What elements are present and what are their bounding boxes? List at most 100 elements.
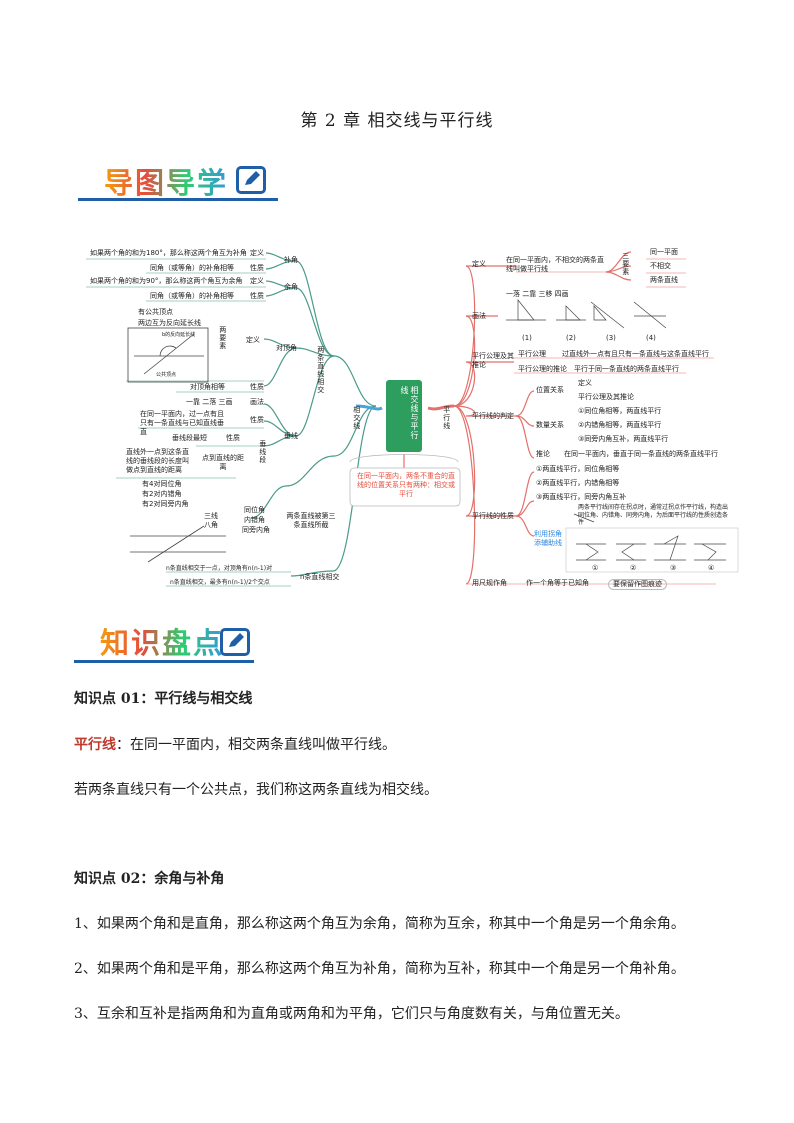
term-parallel: 平行线 (74, 737, 116, 753)
r-gongli-a-text: 过直线外一点有且只有一条直线与这条直线平行 (562, 350, 709, 358)
duiding-prop: 性质 (250, 383, 264, 391)
section2-heading: 知识点 02：余角与补角 (74, 871, 225, 887)
vertical-angle-figure (127, 327, 209, 383)
center-topic: 相交线与平行线 (400, 386, 419, 440)
r-xingzhi-fig-3: ④ (708, 564, 715, 572)
bujiao-def: 定义 (250, 249, 264, 257)
sanxian-item-2: 有2对同旁内角 (142, 500, 189, 508)
chuixian-prop-text: 在同一平面内，过一点有且只有一条直线与已知直线垂直 (140, 410, 226, 436)
left-root: 相交线 (352, 406, 361, 430)
r-chize-tip: 要保留作图痕迹 (608, 579, 667, 590)
mindmap-banner: 导图导学 (78, 160, 278, 204)
yujiao-prop: 性质 (250, 292, 264, 300)
page-title: 第 2 章 相交线与平行线 (300, 111, 494, 131)
r-def-text: 在同一平面内，不相交的两条直线叫做平行线 (506, 256, 604, 273)
nline-label: n条直线相交 (300, 573, 340, 581)
duiding-prop-text: 对顶角相等 (190, 383, 225, 391)
r-xingzhi-aux: 利用拐角添辅助线 (534, 530, 562, 547)
section2-p2: 2、如果两个角和是平角，那么称这两个角互为补角，简称为互补，称其中一个角是另一个… (74, 961, 685, 977)
sanxian-item-0: 有4对同位角 (142, 480, 182, 488)
section1-def: 平行线：在同一平面内，相交两条直线叫做平行线。 (74, 734, 396, 754)
r-hua-label: 画法 (472, 312, 486, 320)
chuixian-dist-text: 直线外一点到这条直线的垂线段的长度叫做点到直线的距离 (126, 448, 189, 474)
r-hua-fig-1: (2) (566, 334, 576, 342)
duiding-def: 定义 (246, 336, 260, 344)
nline-t1: n条直线相交于一点，对顶角有n(n-1)对 (166, 565, 273, 572)
bujiao-def-text: 如果两个角的和为180°，那么称这两个角互为补角 (90, 249, 247, 257)
r-gongli-b: 平行公理的推论 (518, 365, 567, 373)
right-root: 平行线 (442, 406, 451, 430)
chuixian-seg: 垂线段 (258, 440, 267, 464)
duiding-item2: 两边互为反向延长线 (138, 319, 201, 327)
yujiao-def: 定义 (250, 277, 264, 285)
r-panding-sl-1: ②内错角相等，两直线平行 (578, 421, 662, 429)
r-xingzhi-fig-0: ① (592, 564, 599, 572)
r-chize-label: 用尺规作角 (472, 579, 507, 587)
r-hua-fig-0: (1) (522, 334, 532, 342)
section1-p2: 若两条直线只有一个公共点，我们称这两条直线为相交线。 (74, 782, 438, 798)
duiding-fig-label2: 公共顶点 (156, 372, 177, 378)
r-chize-text: 作一个角等于已知角 (526, 579, 589, 587)
r-xingzhi-aux-text: 两条平行线间存在拐点时，通常过拐点作平行线，构造出同位角、内错角、同旁内角，为后… (578, 504, 729, 526)
banner2-underline (74, 660, 254, 663)
sanxian-angle-2: 同旁内角 (242, 526, 270, 534)
chuixian-seg-prop: 性质 (226, 434, 240, 442)
left-branch-two-lines: 两条直线相交 (316, 346, 325, 394)
r-xingzhi-item-2: ③两直线平行，同旁内角互补 (536, 493, 627, 501)
chuixian-prop-text-value: 在同一平面内，过一点有且只有一条直线与已知直线垂直 (140, 410, 224, 436)
center-note: 在同一平面内，两条不重合的直线的位置关系只有两种：相交或平行 (357, 472, 455, 498)
r-xingzhi-fig-1: ② (630, 564, 637, 572)
chuixian-dist: 点到直线的距离 (202, 454, 244, 471)
r-xingzhi-fig-2: ③ (670, 564, 677, 572)
yujiao-prop-text: 同角（或等角）的补角相等 (150, 292, 234, 300)
r-panding-sl-0: ①同位角相等，两直线平行 (578, 407, 662, 415)
r-hua-fig-2: (3) (606, 334, 616, 342)
r-hua-fig-3: (4) (646, 334, 656, 342)
r-def-item-0: 同一平面 (650, 248, 678, 256)
sanxian-item-1: 有2对内错角 (142, 490, 182, 498)
r-def-item-1: 不相交 (650, 262, 671, 270)
knowledge-banner: 知识盘点 (74, 620, 254, 664)
r-panding-label: 平行线的判定 (472, 412, 514, 420)
parallel-drawing-figures (506, 299, 739, 573)
yujiao-def-text: 如果两个角的和为90°，那么称这两个角互为余角 (90, 277, 243, 285)
r-hua-text: 一落 二靠 三移 四画 (506, 290, 569, 298)
section1-heading: 知识点 01：平行线与相交线 (74, 691, 253, 707)
r-panding-wz-1: 平行公理及其推论 (578, 393, 634, 401)
bujiao-label: 补角 (284, 256, 298, 264)
mind-map-lines (86, 251, 739, 587)
r-xingzhi-label: 平行线的性质 (472, 512, 514, 520)
r-def-label: 定义 (472, 260, 486, 268)
mind-map: 相交线与平行线 相交线 平行线 在同一平面内，两条不重合的直线的位置关系只有两种… (86, 236, 744, 596)
r-def-yaosu: 三要素 (621, 252, 630, 276)
section2-p1: 1、如果两个角和是直角，那么称这两个角互为余角，简称为互余，称其中一个角是另一个… (74, 916, 685, 932)
chuixian-label: 垂线 (284, 432, 298, 440)
edit-icon-2 (220, 628, 250, 656)
banner-title: 导图导学 (104, 160, 228, 202)
r-panding-sl: 数量关系 (536, 421, 564, 429)
r-gongli-a: 平行公理 (518, 350, 546, 358)
duiding-item1: 有公共顶点 (138, 308, 173, 316)
r-panding-wz-0: 定义 (578, 379, 592, 387)
duiding-yaosu: 两要素 (218, 326, 227, 350)
section1-def-text: ：在同一平面内，相交两条直线叫做平行线。 (116, 737, 396, 753)
duiding-label: 对顶角 (276, 344, 297, 352)
sanxian-label: 两条直线被第三条直线所截 (286, 512, 336, 529)
edit-icon (236, 166, 266, 194)
duiding-fig-label1: b的反向延长线 (162, 332, 196, 338)
r-panding-tl: 推论 (536, 450, 550, 458)
r-gongli-b-text: 平行于同一条直线的两条直线平行 (574, 365, 679, 373)
bujiao-prop-text: 同角（或等角）的补角相等 (150, 264, 234, 272)
r-panding-tl-text: 在同一平面内，垂直于同一条直线的两条直线平行 (564, 450, 718, 458)
banner2-title: 知识盘点 (100, 620, 224, 662)
sanxian-angle-1: 内错角 (244, 516, 265, 524)
chuixian-prop: 性质 (250, 416, 264, 424)
banner-underline (78, 198, 278, 201)
sanxian-sx: 三线八角 (204, 512, 218, 529)
sanxian-angle-0: 同位角 (244, 506, 265, 514)
chuixian-hua-text: 一靠 二落 三画 (186, 398, 233, 406)
r-gongli-label: 平行公理及其推论 (472, 352, 514, 369)
nline-t2: n条直线相交，最多有n(n-1)/2个交点 (170, 579, 270, 586)
r-panding-sl-2: ③同旁内角互补，两直线平行 (578, 435, 669, 443)
chuixian-seg-text: 垂线段最短 (172, 434, 207, 442)
